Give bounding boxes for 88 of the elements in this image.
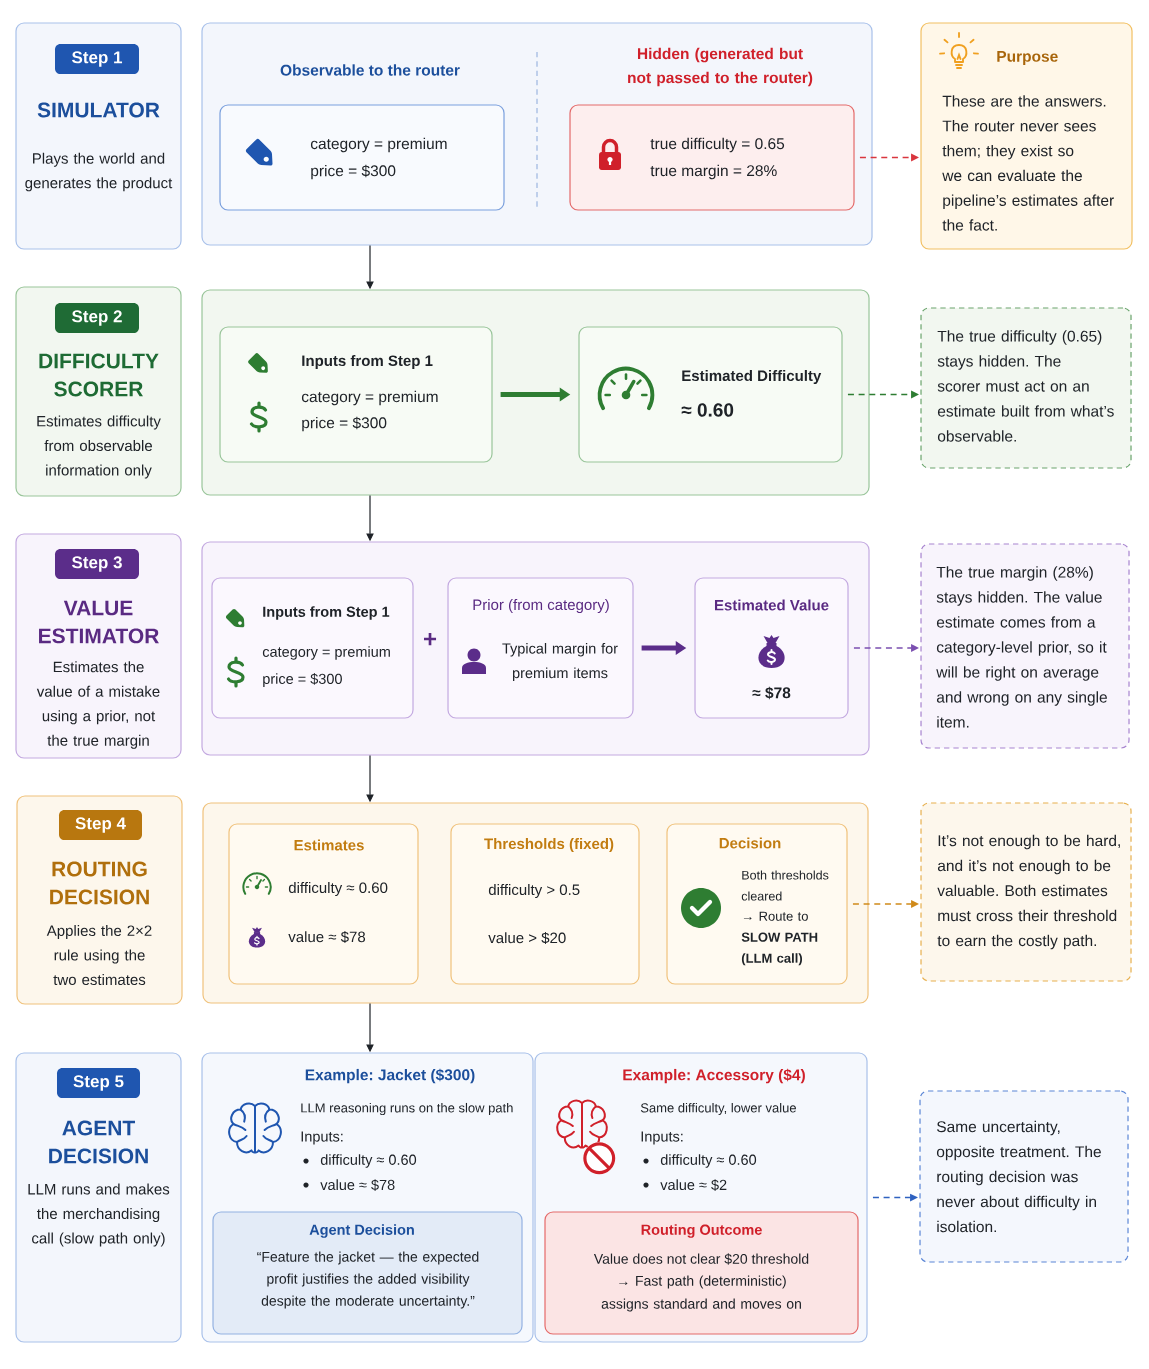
step-panel [15, 286, 182, 497]
hidden-box [569, 47, 855, 211]
box-heading: Agent Decision [309, 1224, 414, 1238]
step-panel [16, 795, 183, 1005]
box-heading: Observable to the router [280, 64, 460, 76]
note-box [919, 1090, 1129, 1263]
box-heading: Hidden (generated but not passed to the router) [628, 47, 813, 87]
box-text: Same difficulty, lower value [640, 1102, 796, 1116]
outcome-box [544, 1211, 859, 1335]
note-text: The true margin (28%) stays hidden. The value estimate comes from a category-level prior, so it will be right on average and wrong on any single item. [936, 566, 1107, 728]
box-text: → Fast path (deterministic) assigns standard and moves on [601, 1275, 801, 1312]
dashed-arrow [853, 644, 919, 652]
step-description: Estimates the value of a mistake using a prior, not the true margin [36, 661, 160, 749]
note-text: The true difficulty (0.65) stays hidden. The scorer must act on an estimate built from what’s observable. [937, 330, 1114, 442]
prior-box [447, 577, 634, 719]
box-heading: Estimated Difficulty [682, 370, 822, 384]
result-box [578, 326, 843, 463]
decision-box [212, 1211, 523, 1335]
step-panel [15, 533, 182, 759]
field-text: price = $300 [311, 164, 396, 180]
value-text: ≈ 0.60 [681, 403, 734, 417]
field-text: difficulty > 0.5 [488, 884, 580, 898]
step-badge: Step 1 [55, 44, 139, 74]
note-box [920, 22, 1133, 250]
note-heading: Purpose [997, 51, 1058, 65]
info-box [219, 64, 505, 211]
box-heading: Estimated Value [715, 599, 829, 611]
result-box [694, 577, 849, 719]
note-text: Same uncertainty, opposite treatment. The routing decision was never about difficulty in isolation. [936, 1120, 1101, 1233]
box-heading: Inputs from Step 1 [263, 606, 390, 620]
list-item: value ≈ $78 [320, 1179, 395, 1191]
box-text: Value does not clear $20 threshold [593, 1253, 809, 1265]
note-text: These are the answers. The router never sees them; they exist so we can evaluate the pipeline’s estimates after the fact. [942, 95, 1114, 231]
box-heading: Prior (from category) [473, 599, 609, 613]
field-text: price = $300 [263, 673, 342, 687]
step-panel [15, 22, 182, 250]
field-text: value > $20 [488, 931, 566, 945]
box-text: Both thresholds cleared [741, 870, 829, 901]
input-box [211, 577, 414, 719]
field-text: category = premium [310, 137, 447, 153]
box-text: → Route to SLOW PATH (LLM call) [741, 911, 818, 966]
step-badge: Step 4 [59, 810, 142, 840]
step-badge: Step 2 [55, 303, 139, 333]
list-item: value ≈ $2 [660, 1179, 727, 1191]
box-heading: Estimates [294, 839, 364, 851]
box-heading: Routing Outcome [641, 1224, 762, 1238]
box-heading: Example: Jacket ($300) [305, 1068, 475, 1084]
step-panel [15, 1052, 182, 1343]
list-item: difficulty ≈ 0.60 [660, 1154, 757, 1168]
box-text: Inputs: [641, 1131, 683, 1145]
box-heading: Inputs from Step 1 [302, 355, 433, 369]
step-title: AGENT DECISION [49, 1120, 148, 1164]
step-title: DIFFICULTY SCORER [39, 353, 159, 397]
threshold-box [450, 823, 640, 985]
box-heading: Thresholds (fixed) [484, 838, 614, 852]
box-heading: Decision [719, 837, 781, 849]
step-badge: Step 3 [55, 549, 139, 579]
decision-box [666, 823, 848, 985]
field-text: price = $300 [302, 416, 387, 432]
step-description: Applies the 2×2 rule using the two estimates [46, 925, 152, 985]
field-text: difficulty ≈ 0.60 [288, 882, 388, 896]
note-text: It’s not enough to be hard, and it’s not enough to be valuable. Both estimates must cross their threshold to earn the costly path. [937, 834, 1120, 950]
field-text: true margin = 28% [650, 164, 777, 180]
box-text: LLM reasoning runs on the slow path [301, 1102, 513, 1116]
box-heading: Example: Accessory ($4) [623, 1068, 805, 1084]
note-box [920, 307, 1132, 469]
box-text: Typical margin for premium items [502, 643, 618, 681]
field-text: true difficulty = 0.65 [650, 137, 785, 153]
input-box [219, 326, 493, 463]
estimate-box [228, 823, 419, 985]
step-description: LLM runs and makes the merchandising call (slow path only) [28, 1183, 170, 1247]
field-text: category = premium [301, 390, 438, 406]
dashed-arrow [852, 900, 919, 908]
field-text: value ≈ $78 [288, 930, 366, 944]
plus-sign: + [424, 632, 437, 646]
field-text: category = premium [262, 646, 390, 660]
step-badge: Step 5 [57, 1068, 140, 1098]
step-description: Plays the world and generates the product [25, 152, 173, 192]
box-text: Inputs: [301, 1131, 343, 1145]
note-box [920, 802, 1132, 982]
step-title: ROUTING DECISION [50, 861, 149, 905]
quote-text: “Feature the jacket — the expected profit justifies the added visibility despite the moderate uncertainty.” [257, 1251, 479, 1309]
value-text: ≈ $78 [752, 686, 791, 700]
step-title: VALUE ESTIMATOR [39, 600, 159, 644]
step-title: SIMULATOR [37, 102, 160, 118]
list-item: difficulty ≈ 0.60 [320, 1154, 417, 1168]
note-box [920, 543, 1130, 749]
step-description: Estimates difficulty from observable information only [37, 415, 161, 479]
